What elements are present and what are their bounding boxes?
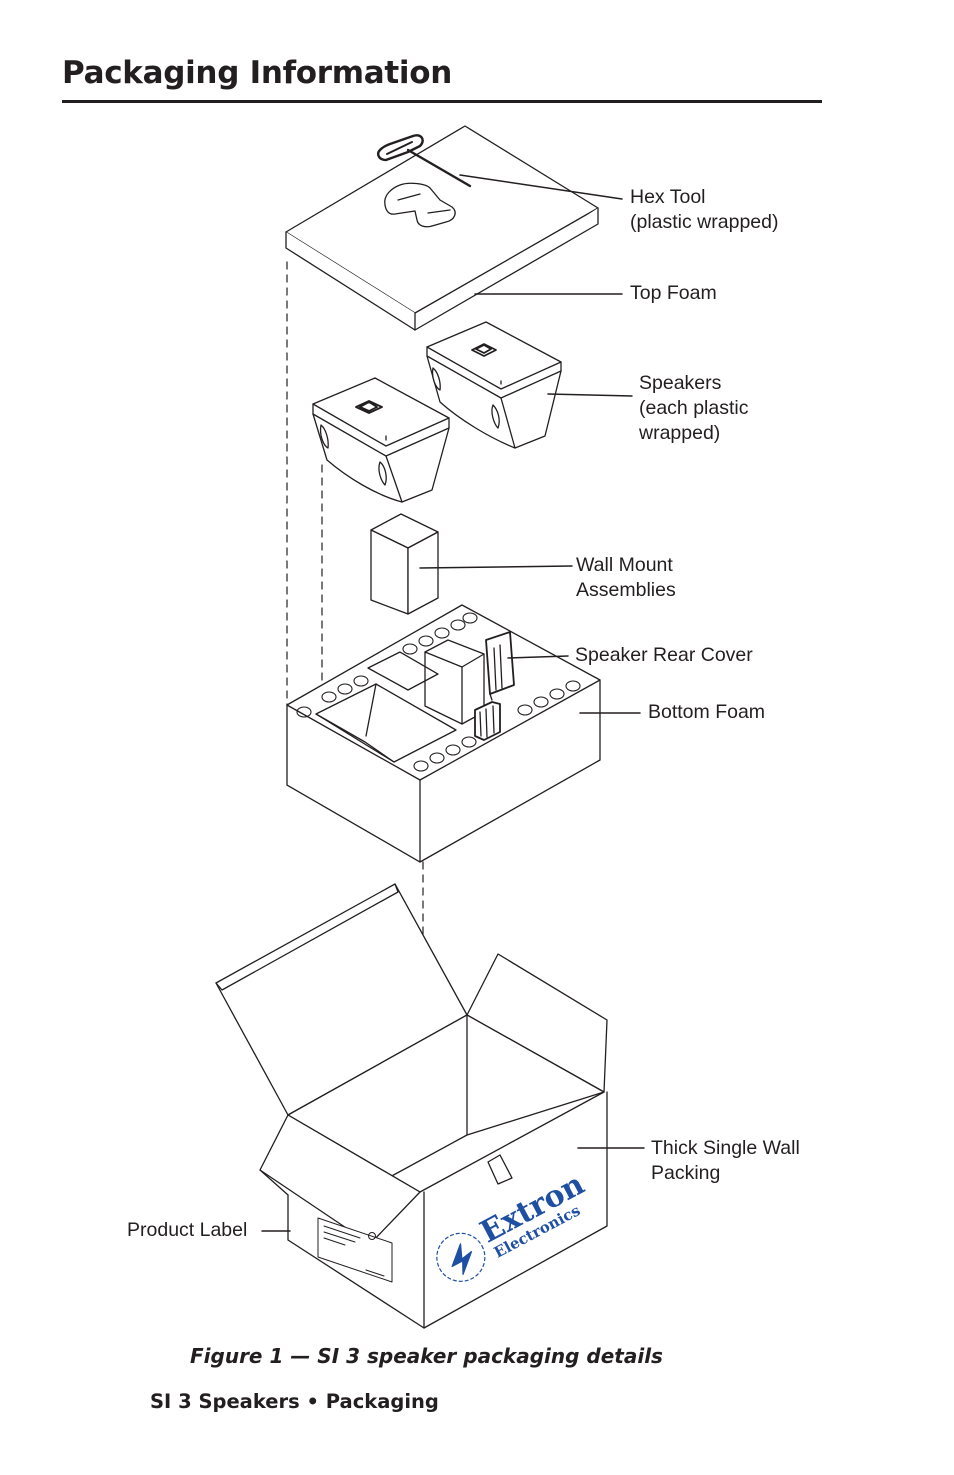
callout-speakers-line2: (each plastic (639, 397, 749, 419)
shipping-box (215, 883, 608, 1329)
top-foam (285, 125, 599, 331)
callout-thick-wall-line1: Thick Single Wall (651, 1137, 800, 1159)
leader-lines (261, 174, 645, 1232)
bottom-foam (286, 604, 601, 863)
callout-hex-tool-line1: Hex Tool (630, 186, 706, 208)
callout-hex-tool: Hex Tool (plastic wrapped) (630, 185, 778, 235)
figure-caption: Figure 1 — SI 3 speaker packaging detail… (190, 1344, 663, 1368)
callout-wall-mount-line1: Wall Mount (576, 554, 673, 576)
callout-product-label: Product Label (127, 1219, 248, 1241)
callout-wall-mount-line2: Assemblies (576, 579, 676, 601)
callout-speakers-line3: wrapped) (639, 422, 721, 444)
callout-hex-tool-line2: (plastic wrapped) (630, 211, 779, 233)
callout-thick-wall-line2: Packing (651, 1162, 721, 1184)
callout-thick-single-wall: Thick Single Wall Packing (651, 1136, 800, 1186)
title-rule (62, 100, 822, 103)
wall-mount-box (370, 513, 439, 615)
callout-wall-mount: Wall Mount Assemblies (576, 553, 676, 603)
callout-speakers-line1: Speakers (639, 372, 722, 394)
foam-holes (296, 612, 581, 772)
page-footer: SI 3 Speakers • Packaging (150, 1390, 439, 1413)
speaker-right (426, 321, 562, 449)
callout-top-foam: Top Foam (630, 282, 717, 304)
product-label-sticker (317, 1217, 393, 1283)
callout-speaker-rear-cover: Speaker Rear Cover (575, 644, 753, 666)
callout-bottom-foam: Bottom Foam (648, 701, 766, 723)
extron-logo: Extron Electronics (436, 1167, 590, 1282)
alignment-guides (286, 261, 424, 1141)
hex-tool (377, 134, 472, 188)
page-title: Packaging Information (62, 55, 452, 91)
callout-speakers: Speakers (each plastic wrapped) (639, 371, 748, 446)
speaker-left (312, 377, 450, 503)
